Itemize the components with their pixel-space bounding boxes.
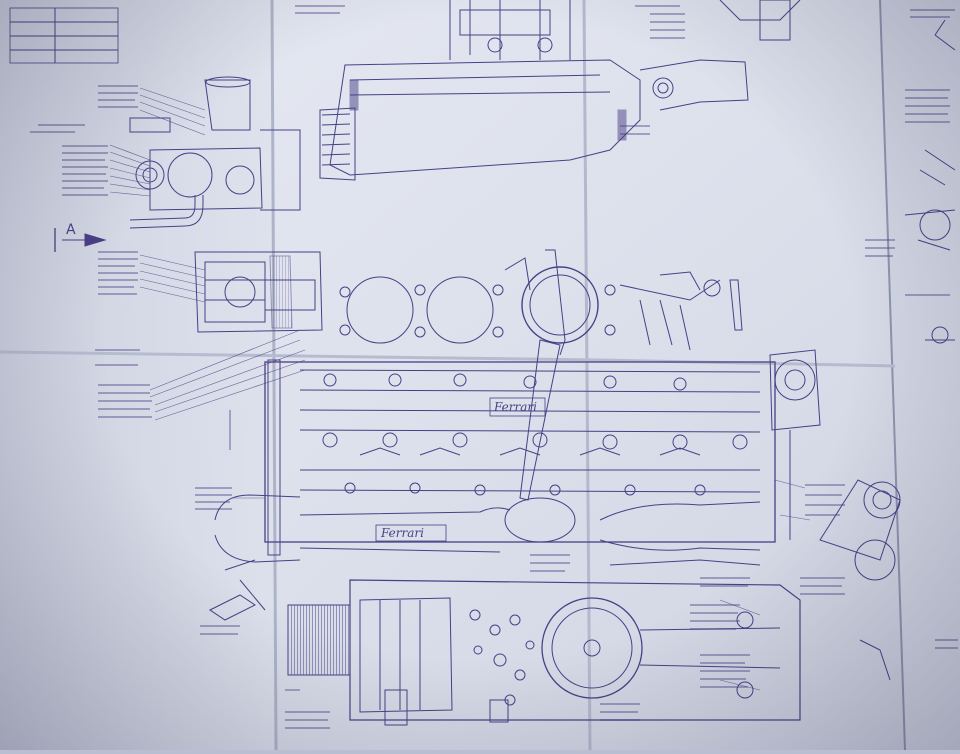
- ferrari-logo-lower: [375, 524, 447, 542]
- detail-views-right: [819, 19, 956, 681]
- ferrari-logo-lower-text: Ferrari: [381, 526, 424, 540]
- bracket-detail-left: [209, 559, 266, 621]
- engine-drawing: [9, 0, 956, 726]
- title-block: [9, 7, 119, 64]
- sheet-edge: [879, 0, 906, 751]
- leader-lines: [109, 87, 811, 691]
- section-arrow: [54, 228, 107, 252]
- distributor: [769, 349, 821, 540]
- oil-cooler: [287, 604, 351, 676]
- fold-line-vertical-left: [270, 0, 278, 751]
- second-sheet: [880, 0, 960, 750]
- ferrari-logo-upper: [489, 397, 546, 417]
- fold-line-horizontal: [0, 350, 896, 368]
- intake-manifold: [319, 0, 801, 181]
- lower-block: [349, 579, 801, 726]
- cylinder-bores: [339, 249, 616, 356]
- left-panel-shade: [0, 0, 276, 750]
- ferrari-logo-upper-text: Ferrari: [494, 400, 537, 414]
- fold-line-vertical-middle: [582, 0, 592, 751]
- exhaust-pipes: [214, 494, 761, 566]
- section-marker-label: A: [66, 222, 76, 238]
- callout-text-marks: [30, 5, 958, 729]
- throttle-linkage: [619, 271, 743, 351]
- gear-housing: [194, 251, 323, 333]
